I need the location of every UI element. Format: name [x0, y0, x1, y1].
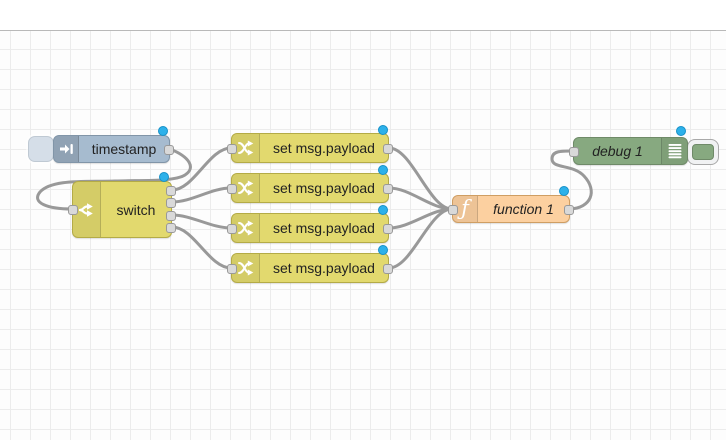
- unsaved-changes-indicator: [378, 165, 388, 175]
- switch-output-port-4[interactable]: [166, 223, 176, 233]
- switch-output-port-1[interactable]: [166, 186, 176, 196]
- change1-output-port[interactable]: [383, 144, 393, 154]
- inject-node[interactable]: timestamp: [53, 135, 174, 163]
- node-label: timestamp: [91, 141, 157, 157]
- debug-enable-toggle[interactable]: [687, 139, 719, 165]
- inject-output-port[interactable]: [164, 145, 174, 155]
- unsaved-changes-indicator: [378, 245, 388, 255]
- node-label: debug 1: [592, 143, 643, 159]
- switch-output-port-2[interactable]: [166, 198, 176, 208]
- debug-icon: [661, 138, 687, 164]
- node-label: set msg.payload: [273, 140, 375, 156]
- unsaved-changes-indicator: [158, 126, 168, 136]
- inject-icon: [54, 136, 79, 162]
- change-node-4[interactable]: set msg.payload: [227, 253, 393, 283]
- wire-switch3-to-change3[interactable]: [170, 213, 233, 230]
- switch-input-port[interactable]: [68, 205, 78, 215]
- unsaved-changes-indicator: [378, 125, 388, 135]
- node-label: set msg.payload: [273, 180, 375, 196]
- change4-input-port[interactable]: [227, 264, 237, 274]
- node-label: set msg.payload: [273, 220, 375, 236]
- function-output-port[interactable]: [564, 205, 574, 215]
- unsaved-changes-indicator: [559, 186, 569, 196]
- node-label: switch: [116, 201, 156, 218]
- node-label: function 1: [493, 201, 554, 217]
- debug-input-port[interactable]: [569, 147, 579, 157]
- function-input-port[interactable]: [448, 205, 458, 215]
- change-node-3[interactable]: set msg.payload: [227, 213, 393, 243]
- change1-input-port[interactable]: [227, 144, 237, 154]
- debug-node[interactable]: debug 1: [569, 137, 688, 165]
- change-icon: [232, 134, 260, 162]
- change3-input-port[interactable]: [227, 224, 237, 234]
- editor-header: [0, 0, 726, 31]
- change-icon: [232, 214, 260, 242]
- change3-output-port[interactable]: [383, 224, 393, 234]
- wire-switch4-to-change4[interactable]: [170, 225, 233, 270]
- wire-switch1-to-change1[interactable]: [170, 146, 233, 192]
- inject-trigger-button[interactable]: [28, 136, 54, 162]
- switch-node[interactable]: switch: [68, 181, 176, 238]
- unsaved-changes-indicator: [378, 205, 388, 215]
- wire-switch2-to-change2[interactable]: [170, 186, 233, 204]
- node-label: set msg.payload: [273, 260, 375, 276]
- change-node-2[interactable]: set msg.payload: [227, 173, 393, 203]
- function-node[interactable]: ƒ function 1: [448, 195, 574, 223]
- change2-output-port[interactable]: [383, 184, 393, 194]
- change4-output-port[interactable]: [383, 264, 393, 274]
- unsaved-changes-indicator: [676, 126, 686, 136]
- change2-input-port[interactable]: [227, 184, 237, 194]
- debug-toggle-state: [692, 144, 714, 160]
- wire-function-to-debug[interactable]: [550, 149, 593, 211]
- wire-change4-to-function[interactable]: [387, 207, 454, 270]
- unsaved-changes-indicator: [159, 172, 169, 182]
- switch-output-port-3[interactable]: [166, 211, 176, 221]
- change-node-1[interactable]: set msg.payload: [227, 133, 393, 163]
